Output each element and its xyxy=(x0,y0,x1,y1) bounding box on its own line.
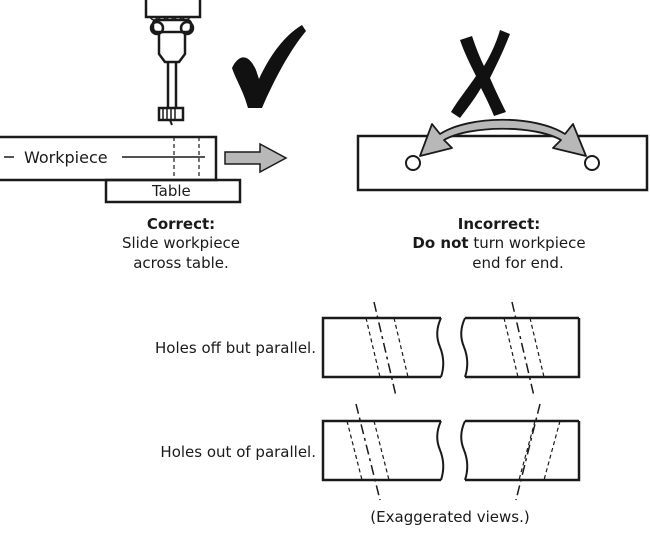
hole-right xyxy=(584,155,600,171)
correct-line-2: across table. xyxy=(133,254,229,272)
correct-line-1: Slide workpiece xyxy=(122,234,240,252)
off-parallel-label: Holes off but parallel. xyxy=(155,339,316,357)
check-mark-icon xyxy=(232,25,306,108)
incorrect-line-1: Do not turn workpiece xyxy=(412,234,585,252)
workpiece-top-view xyxy=(356,134,649,192)
exaggerated-note: (Exaggerated views.) xyxy=(370,508,529,526)
workpiece-label: Workpiece xyxy=(24,148,108,167)
correct-heading: Correct: xyxy=(147,215,215,233)
table-label: Table xyxy=(151,182,191,200)
incorrect-heading: Incorrect: xyxy=(458,215,541,233)
table-block xyxy=(104,178,242,204)
arrow-right-icon xyxy=(224,142,288,174)
view-out-of-parallel xyxy=(321,403,581,501)
curved-double-arrow-icon xyxy=(419,118,587,157)
out-of-parallel-label: Holes out of parallel. xyxy=(160,443,316,461)
incorrect-line-1-rest: turn workpiece xyxy=(469,234,586,252)
incorrect-line-2: end for end. xyxy=(472,254,563,272)
x-mark-icon xyxy=(451,30,510,118)
do-not-emphasis: Do not xyxy=(412,234,468,252)
view-off-parallel xyxy=(321,301,581,397)
hole-left xyxy=(405,155,421,171)
drill-press xyxy=(144,0,202,126)
